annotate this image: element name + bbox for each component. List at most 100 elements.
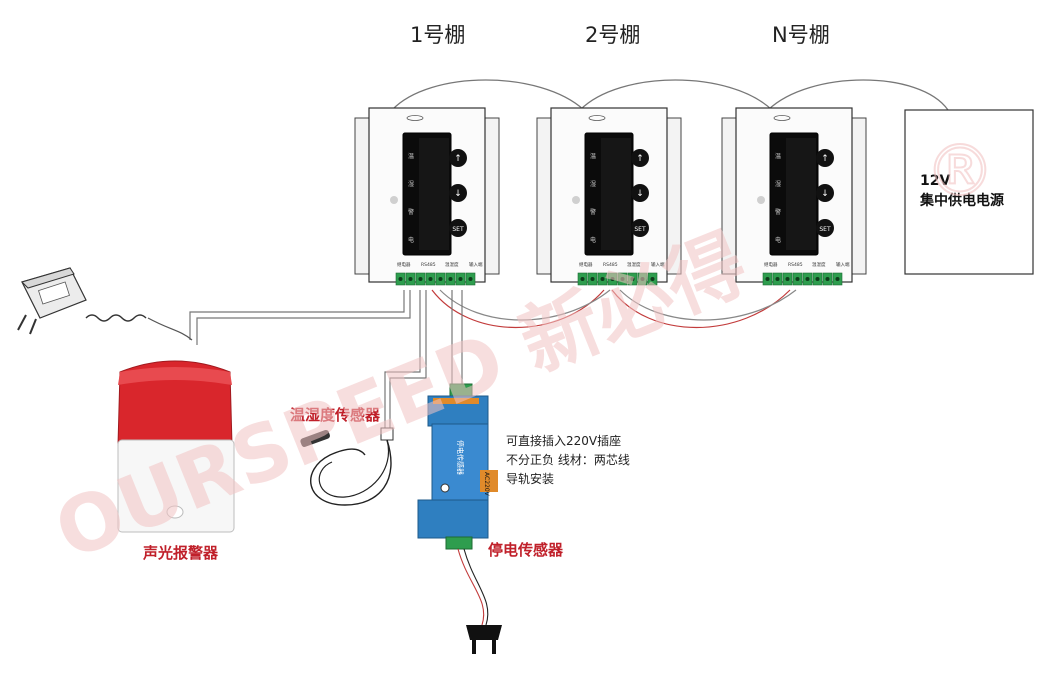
controller-terminal-label: RS485	[603, 262, 618, 268]
controller-button-1	[631, 149, 649, 167]
note-line-2: 不分正负 线材：两芯线	[506, 453, 630, 467]
controller-terminal-screw	[580, 277, 585, 281]
controller-terminal-label: 继电器	[764, 261, 778, 268]
note-line-1: 可直接插入220V插座	[506, 433, 621, 448]
greenhouse-title-n: N号棚	[772, 23, 830, 47]
controller-terminal-screw	[408, 277, 413, 281]
controller-terminal-screw	[630, 277, 635, 281]
controller-terminal-screw	[815, 277, 820, 281]
controller-display-panel	[786, 138, 816, 250]
installation-notes: 可直接插入220V插座 不分正负 线材：两芯线 导轨安装	[506, 433, 630, 486]
controller-button-1	[449, 149, 467, 167]
controller-button-label: ↑	[636, 154, 644, 164]
controller-indicator-label: 电	[775, 236, 781, 244]
controller-terminal-screw	[438, 277, 443, 281]
pf-sensor-label: 停电传感器	[488, 541, 564, 559]
power-adapter-icon	[17, 267, 193, 341]
controller-terminal-screw	[765, 277, 770, 281]
controller-terminal-label: RS485	[788, 262, 803, 268]
th-sensor-label: 温湿度传感器	[290, 406, 381, 424]
controller-terminal-label: 温湿度	[627, 261, 641, 268]
controller-terminal-screw	[468, 277, 473, 281]
controller-terminal-screw	[775, 277, 780, 281]
controller-terminal-label: 温湿度	[445, 261, 459, 268]
controller-indicator-label: 湿	[408, 180, 414, 188]
controller-terminal-label: 输入端	[651, 261, 665, 268]
pf-sensor-rating: AC220V	[483, 472, 490, 497]
controller-button-1	[816, 149, 834, 167]
controller-terminal-screw	[458, 277, 463, 281]
pf-sensor-front-text: 停电传感器	[456, 440, 465, 475]
controller-terminal-label: 输入端	[469, 261, 483, 268]
controller-indicator-label: 电	[408, 236, 414, 244]
controller-button-label: ↓	[636, 189, 644, 199]
controller-terminal-label: 继电器	[397, 261, 411, 268]
top-link-wires	[391, 79, 949, 111]
controller-indicator-label: 湿	[775, 180, 781, 188]
strobe-alarm: 声光报警器	[117, 360, 235, 562]
controller-button-label: SET	[819, 226, 831, 233]
controller-terminal-screw	[650, 277, 655, 281]
controller-terminal-screw	[640, 277, 645, 281]
power-supply: 12V 集中供电电源	[904, 109, 1034, 275]
watermark-registered-icon: ®	[925, 130, 995, 212]
controller-button-label: ↑	[454, 154, 462, 164]
controller-logo-icon	[773, 115, 791, 121]
controller-terminal-screw	[418, 277, 423, 281]
controller-indicator-label: 湿	[590, 180, 596, 188]
controller-display-panel	[601, 138, 631, 250]
controller-button-label: ↓	[454, 189, 462, 199]
controller-indicator-label: 温	[775, 152, 781, 160]
controller-terminal-screw	[805, 277, 810, 281]
controller-display-panel	[419, 138, 449, 250]
controller-led	[572, 196, 580, 204]
controller-button-3	[449, 219, 467, 237]
controller-button-label: SET	[634, 226, 646, 233]
controller-indicator-label: 警	[590, 208, 596, 216]
power-supply-label: 集中供电电源	[919, 192, 1004, 209]
controller-terminal-screw	[825, 277, 830, 281]
controller-terminal-label: 温湿度	[812, 261, 826, 268]
greenhouse-title-1: 1号棚	[410, 23, 465, 47]
controller-terminal-label: 继电器	[579, 261, 593, 268]
controller-button-2	[631, 184, 649, 202]
peripheral-wires	[189, 290, 463, 428]
controller-indicator-label: 警	[408, 208, 414, 216]
controller-terminal-screw	[785, 277, 790, 281]
controller-indicator-label: 温	[590, 152, 596, 160]
controller-button-2	[816, 184, 834, 202]
controller-terminal-label: 输入端	[836, 261, 850, 268]
controller-terminal-screw	[835, 277, 840, 281]
power-supply-voltage: 12V	[920, 173, 950, 189]
power-failure-sensor: 停电传感器 AC220V 停电传感器	[417, 383, 564, 654]
controller-terminal-screw	[610, 277, 615, 281]
controller-button-2	[449, 184, 467, 202]
controller-indicator-label: 温	[408, 152, 414, 160]
controller-terminal-screw	[398, 277, 403, 281]
controller-terminal-screw	[448, 277, 453, 281]
controller-button-3	[631, 219, 649, 237]
controller-terminal-screw	[795, 277, 800, 281]
greenhouse-title-2: 2号棚	[585, 23, 640, 47]
rs485-bus-wires	[431, 289, 797, 328]
alarm-label: 声光报警器	[142, 544, 219, 562]
controller-indicator-label: 电	[590, 236, 596, 244]
controller-terminal-label: RS485	[421, 262, 436, 268]
controller-logo-icon	[406, 115, 424, 121]
controller-terminal-screw	[620, 277, 625, 281]
controller-button-label: SET	[452, 226, 464, 233]
controller-terminal-screw	[428, 277, 433, 281]
th-sensor: 温湿度传感器	[290, 406, 394, 506]
controller-button-3	[816, 219, 834, 237]
controller-terminal-screw	[600, 277, 605, 281]
controller-button-label: ↑	[821, 154, 829, 164]
controller-led	[757, 196, 765, 204]
controller-button-label: ↓	[821, 189, 829, 199]
controller-terminal-screw	[590, 277, 595, 281]
controller-led	[390, 196, 398, 204]
note-line-3: 导轨安装	[506, 471, 554, 486]
